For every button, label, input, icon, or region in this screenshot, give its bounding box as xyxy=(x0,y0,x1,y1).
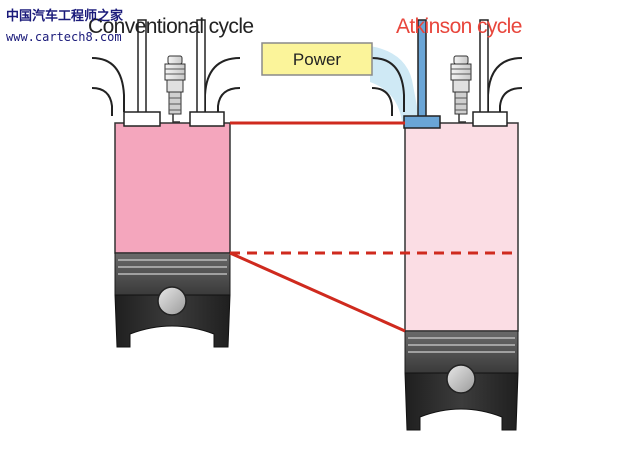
atkinson-spark-plug xyxy=(450,55,472,123)
expansion-stroke-line xyxy=(229,251,406,333)
atkinson-intake-port xyxy=(371,57,405,116)
conventional-spark-plug xyxy=(164,55,186,123)
atkinson-piston xyxy=(404,330,519,431)
conventional-piston-pin xyxy=(157,286,187,316)
watermark-site-name: 中国汽车工程师之家 xyxy=(6,8,124,24)
conventional-intake-valve xyxy=(123,19,161,127)
conventional-piston xyxy=(114,252,231,348)
conventional-combustion-chamber xyxy=(114,122,231,254)
atkinson-combustion-chamber xyxy=(404,122,519,332)
watermark-url: www.cartech8.com xyxy=(6,30,122,44)
atkinson-piston-pin xyxy=(446,364,476,394)
power-label: Power xyxy=(293,50,342,69)
conventional-exhaust-valve xyxy=(189,19,225,127)
atkinson-exhaust-port xyxy=(487,57,523,116)
conventional-cycle-title: Conventional cycle xyxy=(88,15,253,38)
conventional-exhaust-port xyxy=(204,57,241,116)
site-watermark: 中国汽车工程师之家 www.cartech8.com xyxy=(6,8,124,44)
conventional-engine xyxy=(91,19,241,348)
stroke-comparison-lines xyxy=(229,121,518,333)
power-label-box: Power xyxy=(261,42,373,76)
atkinson-intake-valve-open xyxy=(403,19,441,129)
atkinson-intake-flow xyxy=(370,46,420,122)
atkinson-cycle-title: Atkinson cycle xyxy=(396,15,522,38)
atkinson-engine xyxy=(370,19,523,431)
conventional-intake-port xyxy=(91,57,125,116)
atkinson-exhaust-valve xyxy=(472,19,508,127)
